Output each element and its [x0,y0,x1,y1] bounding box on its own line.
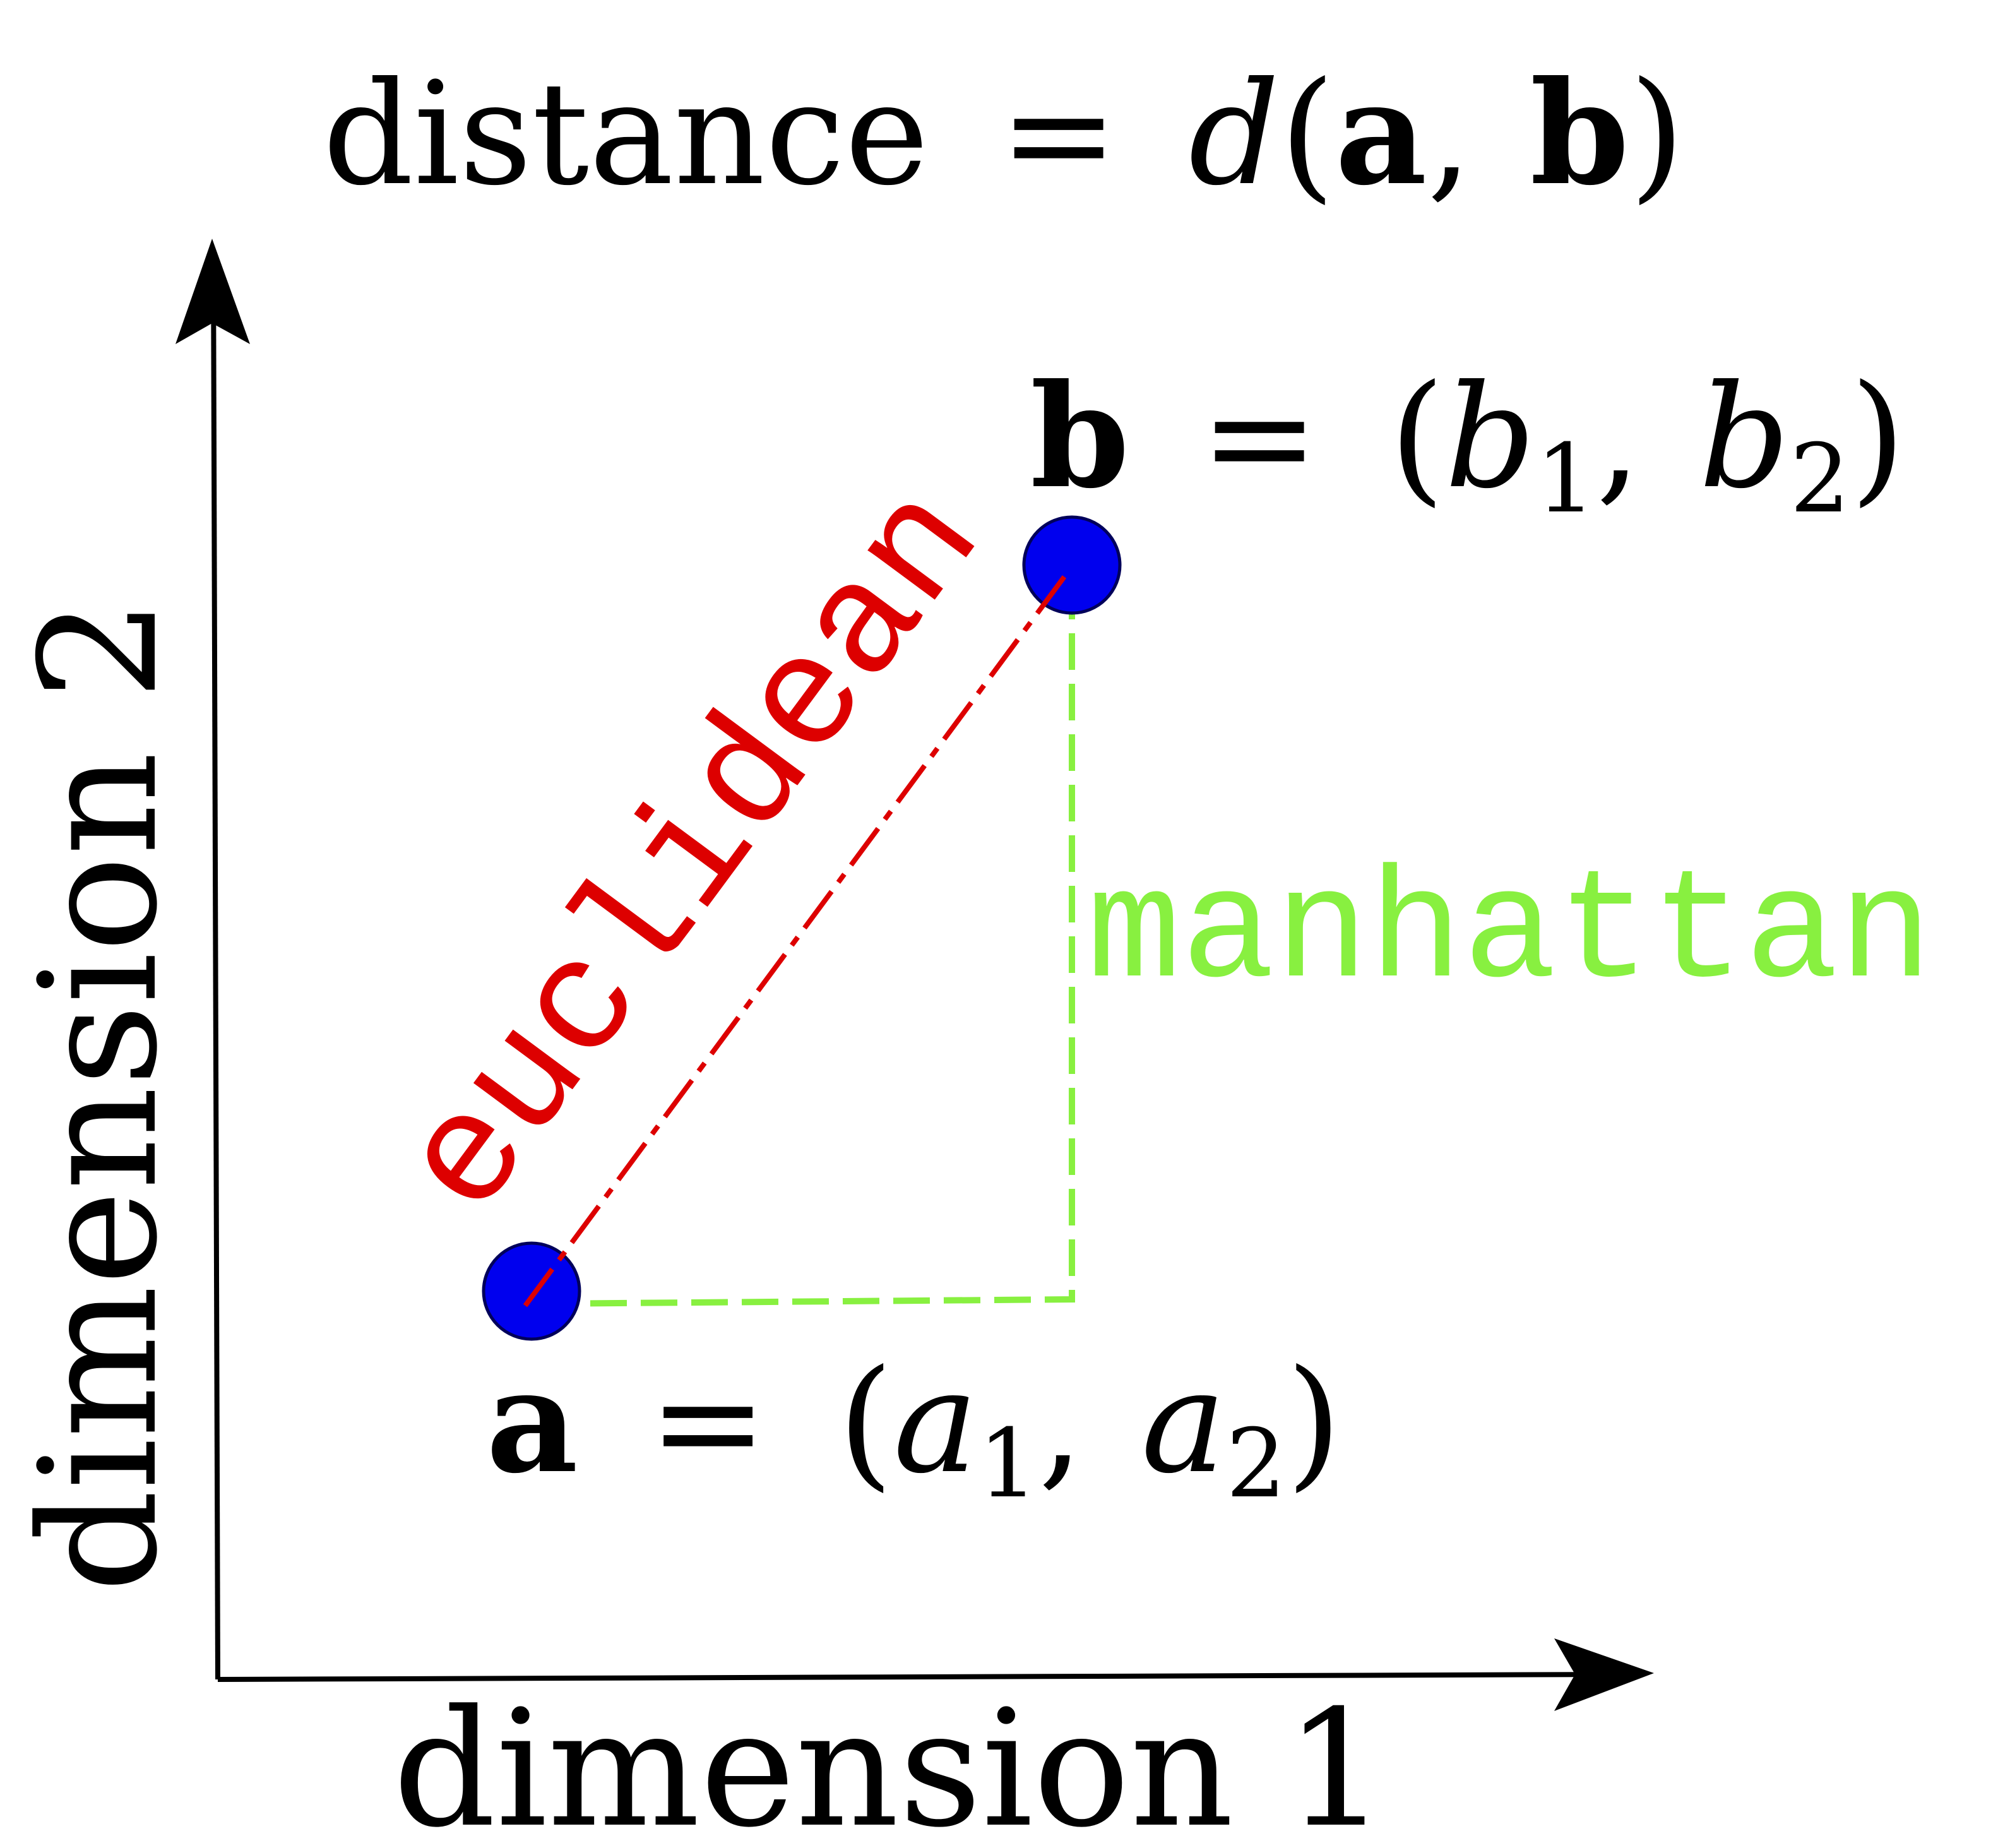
point-a-name: a [486,1338,578,1505]
euclidean-label: euclidean [371,457,1021,1249]
point-b-close-paren: ) [1850,355,1906,520]
euclidean-path [523,571,1069,1308]
point-a-equals: = [648,1340,768,1505]
point-a-coord2-sub: 2 [1226,1409,1286,1519]
point-b-coord1: b [1445,355,1536,520]
y-axis-arrowhead [175,239,250,344]
point-b-coord2: b [1699,355,1790,520]
x-axis-label: dimension 1 [393,1676,1387,1848]
x-axis-arrowhead [1554,1638,1654,1711]
point-a [482,1241,581,1341]
title-equals: = [999,52,1119,217]
title-comma: , [1427,52,1473,217]
point-a-comma: , [1038,1340,1084,1505]
point-b-coord2-sub: 2 [1790,424,1850,534]
title-arg-a: a [1335,51,1427,217]
title-open-paren: ( [1280,52,1335,217]
manhattan-label: manhattan [1087,846,1932,1023]
manhattan-path [539,571,1075,1307]
point-b-open-paren: ( [1389,355,1445,520]
point-b-equals: = [1200,355,1319,520]
point-a-coord1: a [893,1340,978,1505]
point-b-label: b = (b1, b2) [1030,354,1905,534]
title-arg-b: b [1530,51,1629,217]
point-b [1022,515,1122,615]
title-close-paren: ) [1629,52,1685,217]
point-b-name: b [1030,354,1129,520]
point-a-coord2: a [1141,1340,1226,1505]
point-b-comma: , [1596,355,1641,520]
point-a-label: a = (a1, a2) [486,1338,1341,1519]
point-a-open-paren: ( [838,1340,893,1505]
title: distance = d(a, b) [323,51,1684,217]
y-axis-label: dimension 2 [6,598,193,1592]
point-a-close-paren: ) [1286,1340,1341,1505]
title-prefix: distance [323,52,929,217]
y-axis [211,252,220,1680]
point-b-coord1-sub: 1 [1536,424,1596,534]
x-axis [217,1672,1617,1682]
title-function: d [1189,52,1280,217]
point-a-coord1-sub: 1 [978,1409,1038,1519]
